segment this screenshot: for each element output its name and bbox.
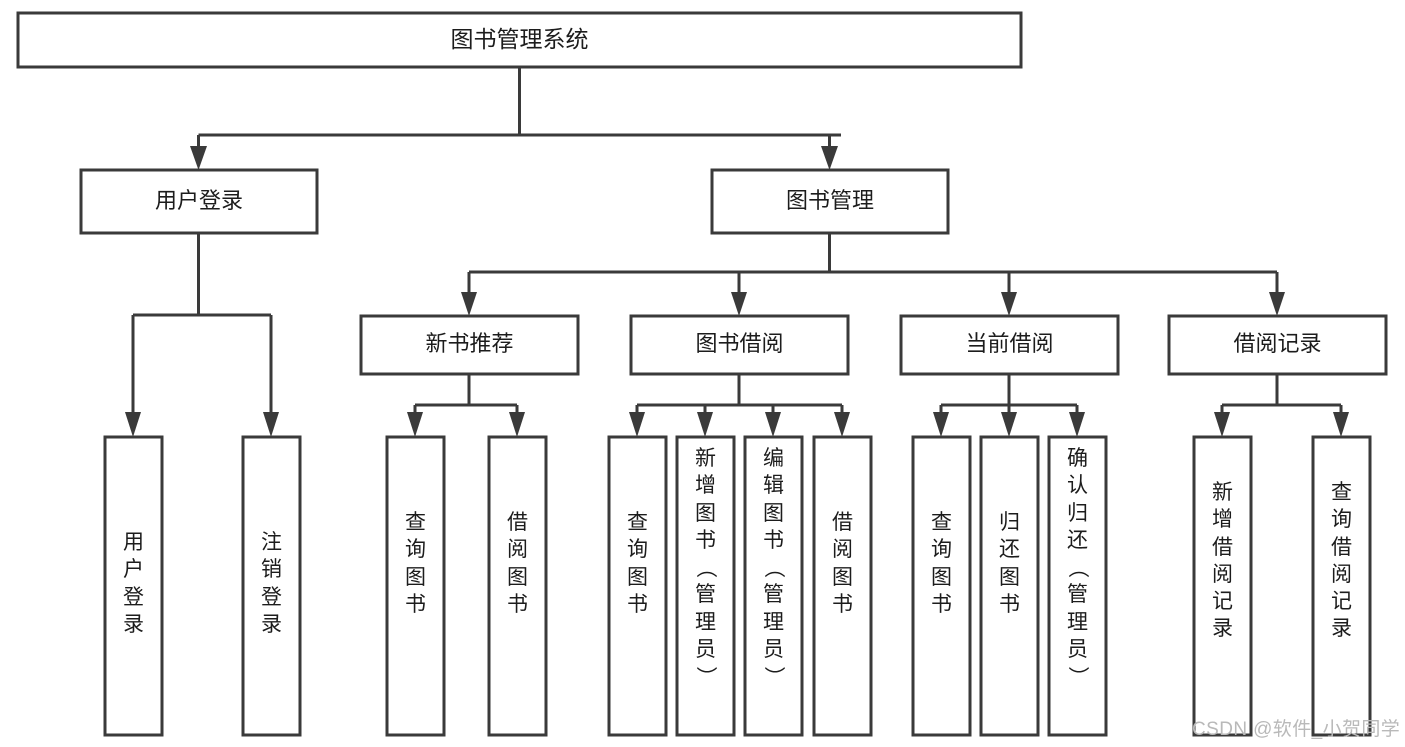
arrowhead-leaf-query-book-1 (407, 412, 423, 437)
node-leaf-return-book-box[interactable] (979, 435, 1040, 737)
arrowhead-leaf-query-book-3 (933, 412, 949, 437)
node-borrow-record-box[interactable] (1167, 314, 1388, 376)
arrowhead-leaf-user-login (125, 412, 141, 437)
arrowhead-borrow-record (1269, 292, 1285, 316)
arrowhead-leaf-confirm-return (1069, 412, 1085, 437)
node-new-book-recommend-label: 新书推荐 (425, 331, 513, 356)
connector-group-current-borrow (933, 374, 1085, 437)
arrowhead-leaf-add-book (697, 412, 713, 437)
node-user-login-label: 用户登录 (155, 188, 243, 213)
node-leaf-query-record-box[interactable] (1311, 435, 1372, 737)
node-root-label: 图书管理系统 (451, 26, 589, 52)
connector-group-new-book-recommend (407, 374, 525, 437)
node-current-borrow-box[interactable] (899, 314, 1120, 376)
arrowhead-user-login (190, 146, 207, 170)
connector-group-root (190, 67, 841, 170)
node-book-borrow-box[interactable] (629, 314, 850, 376)
node-book-borrow[interactable]: 图书借阅 (629, 314, 850, 376)
connector-group-book-borrow (629, 374, 850, 437)
node-leaf-confirm-return-box[interactable] (1047, 435, 1108, 737)
arrowhead-book-management (821, 146, 838, 170)
node-leaf-logout-box[interactable] (241, 435, 302, 737)
node-leaf-borrow-book-2-box[interactable] (812, 435, 873, 737)
arrowhead-leaf-logout (263, 412, 279, 437)
node-current-borrow-label: 当前借阅 (965, 331, 1053, 356)
node-borrow-record[interactable]: 借阅记录 (1167, 314, 1388, 376)
node-user-login[interactable]: 用户登录 (79, 168, 319, 235)
arrowhead-leaf-return-book (1001, 412, 1017, 437)
node-leaf-add-book-box[interactable] (675, 435, 736, 737)
arrowhead-book-borrow (731, 292, 747, 316)
connector-group-user-login (125, 233, 279, 437)
node-leaf-borrow-book-1-box[interactable] (487, 435, 548, 737)
node-leaf-query-book-2-box[interactable] (607, 435, 668, 737)
node-leaf-add-record-box[interactable] (1192, 435, 1253, 737)
node-book-management-box[interactable] (710, 168, 950, 235)
node-user-login-box[interactable] (79, 168, 319, 235)
node-book-management[interactable]: 图书管理 (710, 168, 950, 235)
node-leaf-edit-book-box[interactable] (743, 435, 804, 737)
arrowhead-leaf-add-record (1214, 412, 1230, 437)
node-book-borrow-label: 图书借阅 (695, 331, 783, 356)
arrowhead-leaf-edit-book (765, 412, 781, 437)
arrowhead-leaf-borrow-book-2 (834, 412, 850, 437)
node-leaf-user-login-box[interactable] (103, 435, 164, 737)
node-leaf-query-book-1-box[interactable] (385, 435, 446, 737)
node-borrow-record-label: 借阅记录 (1233, 331, 1321, 356)
arrowhead-new-book-recommend (461, 292, 477, 316)
connector-group-book-management (461, 233, 1285, 316)
node-current-borrow[interactable]: 当前借阅 (899, 314, 1120, 376)
node-new-book-recommend[interactable]: 新书推荐 (359, 314, 580, 376)
arrowhead-current-borrow (1001, 292, 1017, 316)
arrowhead-leaf-borrow-book-1 (509, 412, 525, 437)
node-leaf-query-book-3-box[interactable] (911, 435, 972, 737)
leaf-boxes (103, 435, 1372, 737)
node-root-box[interactable] (16, 11, 1023, 69)
connector-group-borrow-record (1214, 374, 1349, 437)
arrowhead-leaf-query-book-2 (629, 412, 645, 437)
node-root[interactable]: 图书管理系统 (16, 11, 1023, 69)
csdn-watermark: CSDN @软件_小贺同学 (1192, 719, 1401, 740)
arrowhead-leaf-query-record (1333, 412, 1349, 437)
node-new-book-recommend-box[interactable] (359, 314, 580, 376)
node-book-management-label: 图书管理 (786, 188, 874, 213)
